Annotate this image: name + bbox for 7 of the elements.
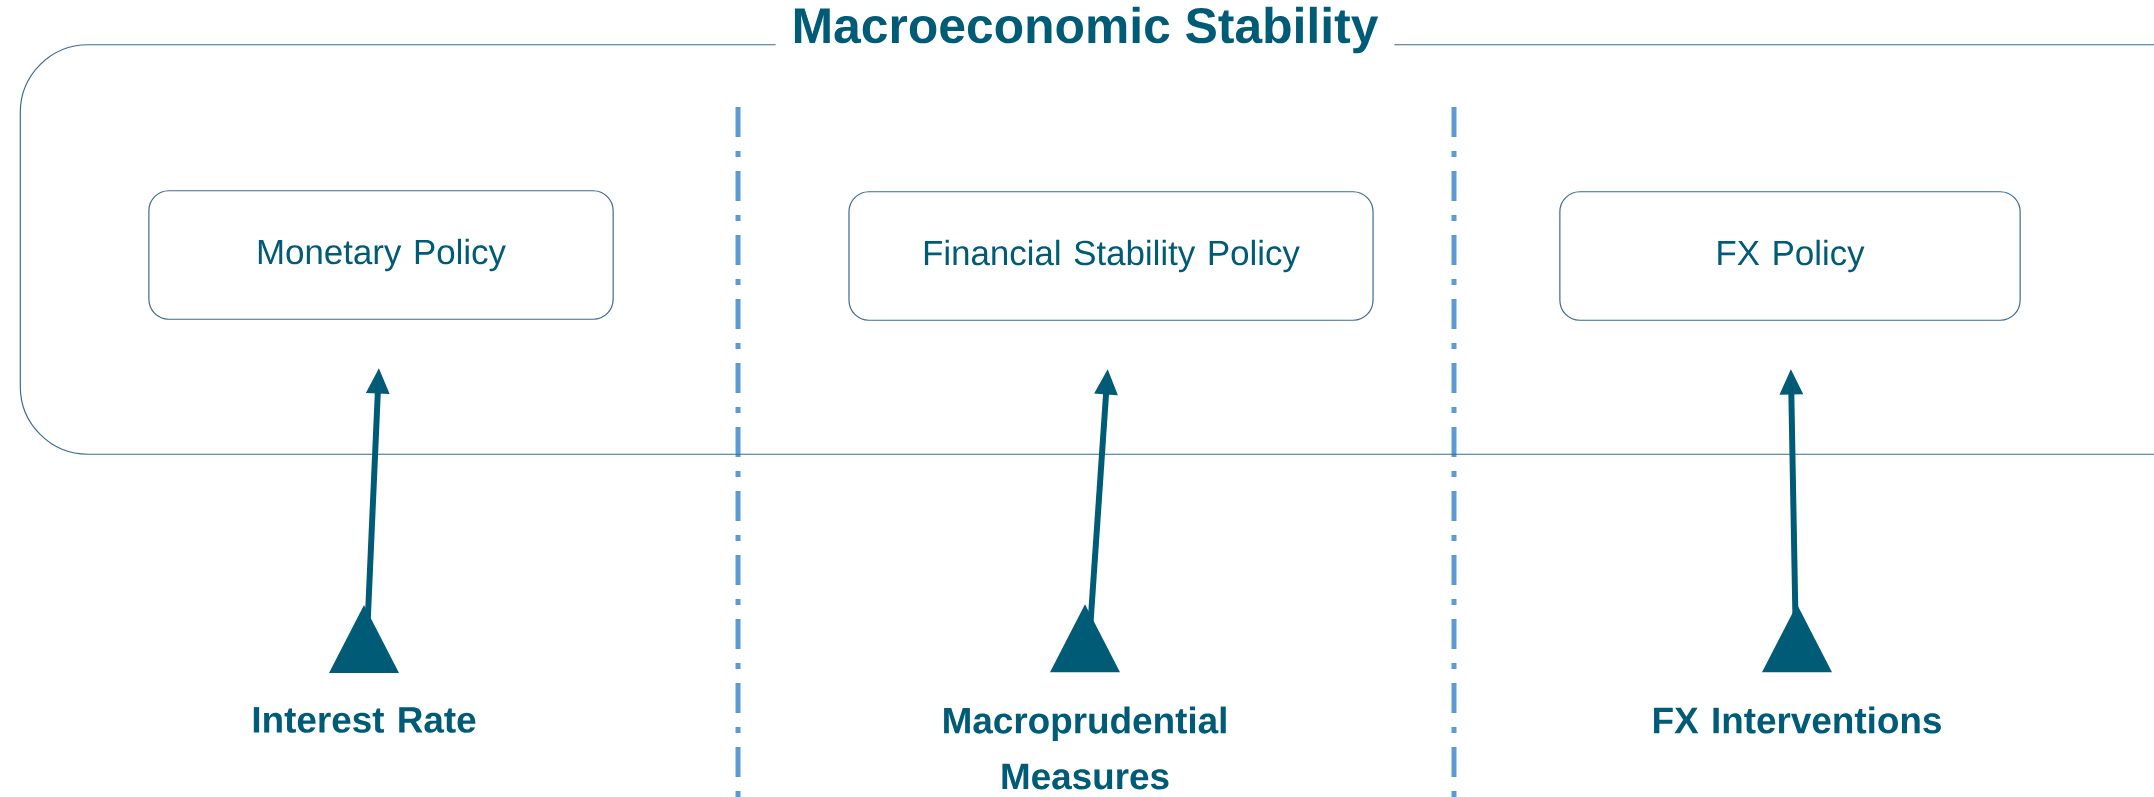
instrument-label: Interest Rate	[253, 707, 476, 733]
title: Macroeconomic Stability	[775, 4, 1395, 56]
policy-box: Financial Stability Policy	[848, 191, 1374, 321]
policy-box: Monetary Policy	[148, 190, 614, 320]
policy-box: FX Policy	[1559, 191, 2021, 321]
instrument-label: Macroprudential Measures	[944, 706, 1226, 790]
instrument-label: FX Interventions	[1654, 706, 1941, 734]
